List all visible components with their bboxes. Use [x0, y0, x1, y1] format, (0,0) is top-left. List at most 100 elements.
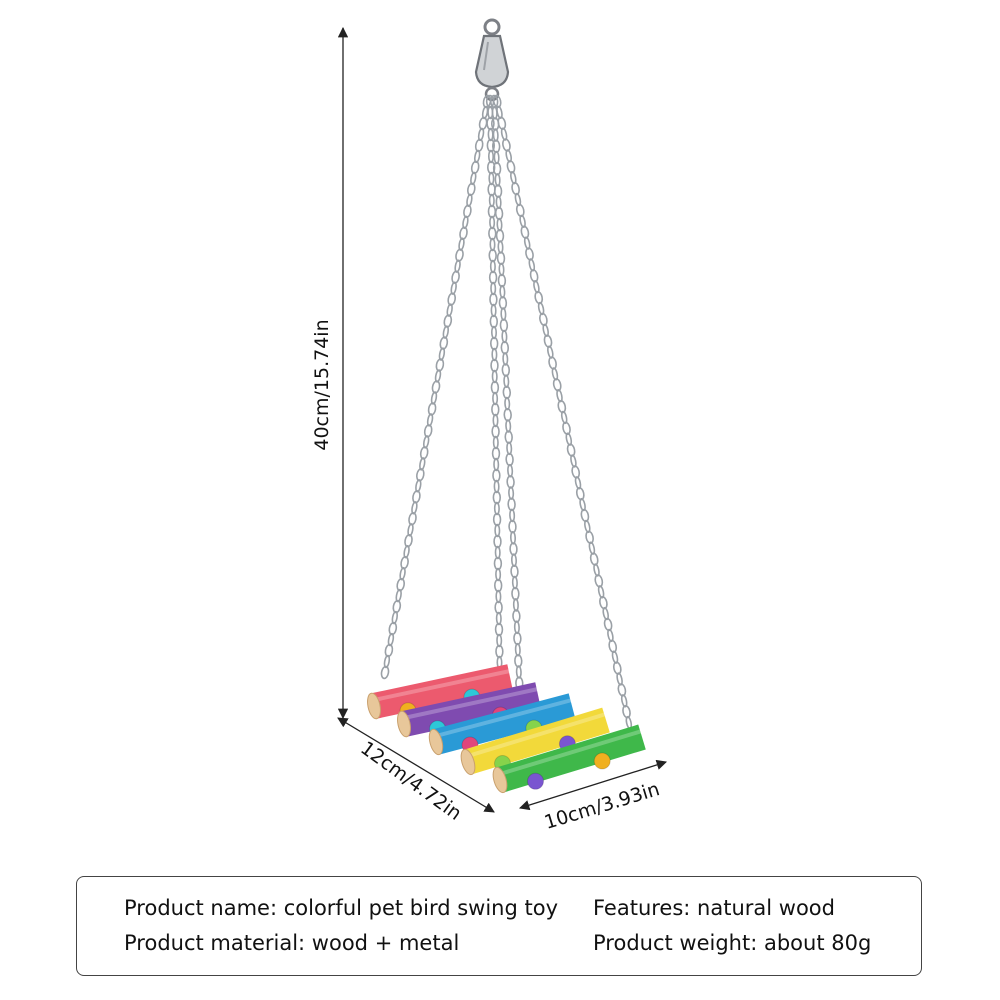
chain-link: [488, 171, 495, 186]
chain-link: [498, 262, 505, 277]
chain-link: [525, 247, 534, 261]
chain-link: [513, 631, 522, 646]
chain-link: [412, 490, 421, 504]
depth-dimension-line: [337, 717, 495, 813]
chain-link: [490, 303, 497, 318]
chain-link: [514, 642, 521, 657]
chain-link: [528, 258, 536, 272]
chain-link: [490, 380, 500, 395]
chain-link: [489, 336, 499, 351]
chain-link: [622, 704, 631, 719]
chain-link: [422, 435, 430, 449]
chain-link: [473, 149, 481, 164]
chain-link: [486, 138, 496, 153]
chain-link: [499, 318, 509, 333]
chain-link: [474, 138, 484, 153]
chain-link: [493, 578, 503, 593]
chain-link: [423, 424, 433, 438]
chain-link: [620, 694, 628, 708]
chain-link: [514, 654, 523, 668]
chain-link: [399, 566, 406, 581]
chain-link: [491, 424, 500, 439]
chain-link: [415, 468, 425, 482]
chain-link: [539, 312, 548, 327]
chain-link: [500, 127, 508, 141]
chain-link: [493, 501, 500, 516]
chain-link: [477, 127, 485, 142]
chain-link: [497, 116, 507, 130]
chain-link: [543, 334, 553, 348]
product-name-text: Product name: colorful pet bird swing to…: [124, 896, 559, 920]
height-dimension-label: 40cm/15.74in: [311, 319, 333, 451]
wooden-perches: [367, 664, 646, 794]
chain-link: [548, 356, 557, 370]
chain-link: [513, 620, 520, 635]
chain-link: [488, 270, 498, 285]
chain-link: [486, 116, 495, 131]
chain-link: [407, 523, 414, 537]
chain-link: [489, 237, 496, 252]
chain-link: [617, 683, 627, 697]
chain-link: [497, 273, 507, 288]
chain-link: [498, 296, 508, 310]
chain-link: [466, 193, 473, 208]
chain-link: [603, 617, 613, 632]
chain-link: [439, 336, 449, 350]
chain-link: [450, 281, 457, 295]
chain-link: [489, 259, 496, 274]
chain-link: [463, 204, 472, 219]
chain-link: [495, 589, 502, 604]
chain-link: [501, 329, 508, 344]
chain-link: [488, 193, 495, 208]
chain-link: [492, 512, 502, 527]
chain-link: [551, 367, 559, 381]
chain-link: [495, 644, 504, 659]
chain-link: [511, 575, 518, 590]
chain-link: [506, 475, 515, 489]
chain-link: [470, 171, 477, 186]
chain-link: [495, 567, 502, 582]
chain-link: [509, 508, 516, 523]
chain-link: [392, 599, 402, 614]
chain-link: [494, 173, 501, 187]
chain-link: [574, 476, 582, 490]
chain-link: [500, 340, 510, 355]
chain-link: [496, 633, 503, 648]
chain-link: [438, 347, 446, 361]
chain-link: [488, 248, 497, 263]
chain-link: [507, 463, 514, 478]
chain-link: [515, 203, 525, 218]
chain-link: [404, 533, 413, 548]
chain-link: [505, 452, 514, 467]
chain-link: [560, 410, 568, 425]
chain-link: [488, 226, 497, 241]
product-illustration: 40cm/15.74in 12cm/4.72in 10cm/3.93in: [311, 18, 667, 834]
chain-link: [490, 325, 498, 340]
chain-link: [415, 479, 422, 493]
chain-link: [443, 314, 453, 328]
chain-link: [396, 577, 406, 592]
chain-link: [492, 128, 499, 142]
chain-link: [593, 563, 600, 577]
chain-link: [509, 542, 518, 556]
chain-link: [481, 105, 489, 120]
chain-link: [493, 150, 500, 165]
chain-link: [486, 160, 496, 175]
chain-link: [493, 457, 500, 472]
perch-stick: [492, 724, 646, 794]
bead: [593, 752, 611, 770]
product-features-text: Features: natural wood: [593, 896, 835, 920]
chain-link: [602, 606, 609, 621]
chain-link: [565, 432, 573, 446]
chain-link: [511, 586, 520, 601]
chain-link: [494, 523, 501, 538]
chain-link: [505, 419, 512, 433]
chain-link: [512, 609, 521, 623]
chain-link: [491, 347, 498, 362]
chain-link: [426, 413, 434, 427]
chain-link: [584, 519, 591, 534]
chain-link: [419, 446, 429, 460]
chain-link: [455, 248, 464, 262]
product-material-text: Product material: wood + metal: [124, 931, 460, 955]
chain-link: [519, 214, 526, 228]
